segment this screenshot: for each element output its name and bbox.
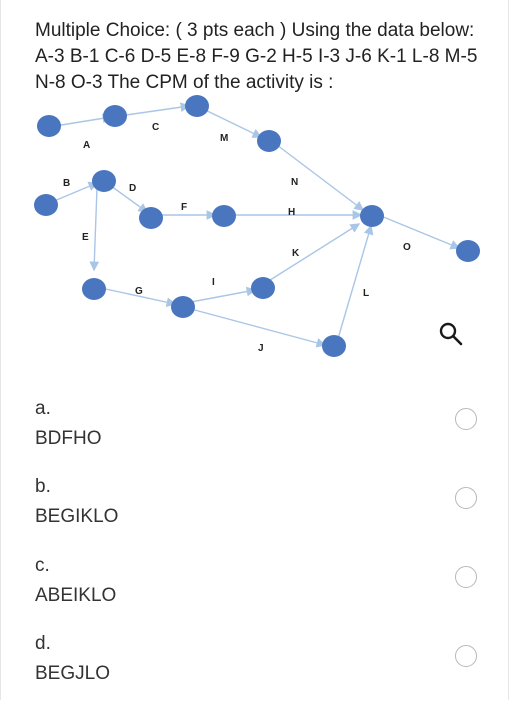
edge-k: [266, 223, 361, 283]
edge-l: [336, 224, 374, 343]
radio-button[interactable]: [455, 645, 477, 667]
option-d[interactable]: d. BEGJLO: [35, 633, 477, 703]
network-node: [139, 207, 163, 229]
option-letter: b.: [35, 476, 51, 497]
edge-c: [118, 102, 191, 117]
edge-label-d: D: [129, 183, 136, 194]
edge-label-f: F: [181, 202, 187, 213]
edge-label-o: O: [403, 242, 411, 253]
option-letter: d.: [35, 633, 51, 654]
edge-m: [196, 105, 263, 138]
search-icon[interactable]: [437, 320, 465, 348]
edge-o: [380, 215, 461, 250]
edge-label-c: C: [152, 122, 159, 133]
radio-button[interactable]: [455, 566, 477, 588]
option-text: ABEIKLO: [35, 585, 117, 606]
network-node: [171, 296, 195, 318]
edge-d: [106, 182, 149, 213]
option-letter: c.: [35, 555, 50, 576]
edge-label-g: G: [135, 286, 143, 297]
edge-label-e: E: [82, 232, 89, 243]
edge-label-m: M: [220, 133, 228, 144]
network-node: [456, 240, 480, 262]
edge-n: [272, 141, 365, 211]
option-text: BEGIKLO: [35, 506, 119, 527]
edge-label-h: H: [288, 207, 295, 218]
edge-e: [89, 187, 100, 272]
option-text: BEGJLO: [35, 663, 110, 684]
network-diagram: A C M B D F N H E K O G I L J: [34, 95, 480, 357]
network-node: [92, 170, 116, 192]
edge-i: [190, 286, 257, 303]
edge-j: [190, 308, 327, 348]
question-text: Multiple Choice: ( 3 pts each ) Using th…: [35, 20, 478, 93]
edge-label-l: L: [363, 288, 369, 299]
network-node: [37, 115, 61, 137]
network-node: [251, 277, 275, 299]
network-node: [257, 130, 281, 152]
option-letter: a.: [35, 398, 51, 419]
option-c[interactable]: c. ABEIKLO: [35, 555, 477, 625]
network-node: [34, 194, 58, 216]
radio-button[interactable]: [455, 408, 477, 430]
network-node: [82, 278, 106, 300]
edge-label-b: B: [63, 178, 70, 189]
option-a[interactable]: a. BDFHO: [35, 398, 477, 468]
network-node: [185, 95, 209, 117]
option-text: BDFHO: [35, 428, 102, 449]
network-node: [360, 205, 384, 227]
edge-label-n: N: [291, 177, 298, 188]
edge-label-i: I: [212, 277, 215, 288]
network-node: [103, 105, 127, 127]
edge-g: [100, 287, 177, 308]
edge-label-a: A: [83, 140, 90, 151]
edge-label-k: K: [292, 248, 300, 259]
network-node: [212, 205, 236, 227]
edge-a: [54, 113, 113, 127]
option-b[interactable]: b. BEGIKLO: [35, 476, 477, 546]
radio-button[interactable]: [455, 487, 477, 509]
edge-label-j: J: [258, 343, 264, 354]
network-node: [322, 335, 346, 357]
